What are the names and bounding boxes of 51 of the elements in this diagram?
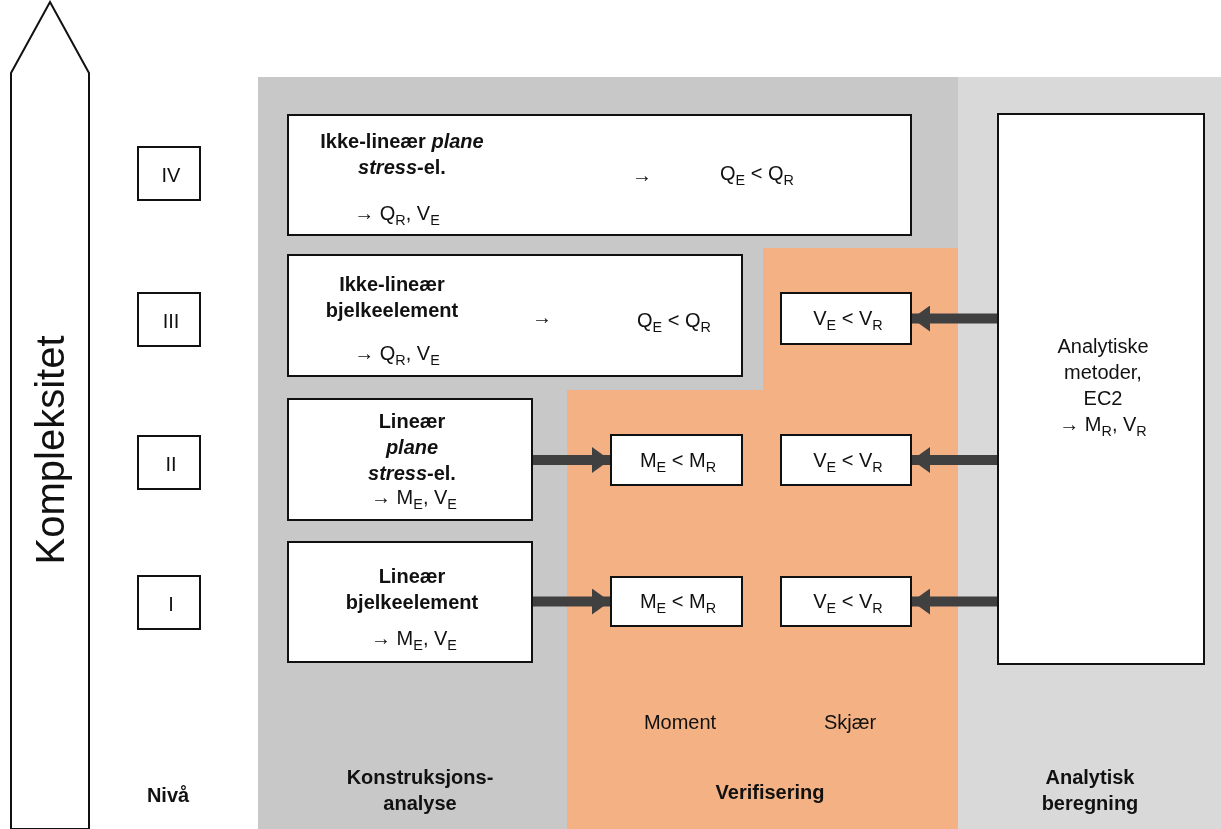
arrow-symbol: → [532, 305, 552, 330]
check-formula: V$_{E}$ < V$_{R}$ [813, 589, 883, 618]
process-box [780, 292, 912, 345]
check-formula: Q$_{E}$ < Q$_{R}$ [720, 161, 794, 190]
process-box [287, 541, 533, 663]
column-subheading: Skjær [823, 710, 877, 735]
axis-caption: Nivå [146, 783, 190, 808]
box-title: Ikke-lineær plane stress-el. [319, 129, 485, 180]
process-box [610, 434, 743, 486]
box-title: Lineær bjelkeelement [345, 564, 479, 615]
arrow [912, 305, 997, 332]
check-formula: V$_{E}$ < V$_{R}$ [813, 306, 883, 335]
process-box [287, 398, 533, 521]
process-box [287, 114, 912, 236]
process-box [780, 576, 912, 627]
check-formula: V$_{E}$ < V$_{R}$ [813, 448, 883, 477]
level-numeral: III [162, 309, 180, 334]
level-numeral: IV [161, 163, 181, 188]
result-text: → M$_{R}$, V$_{R}$ [1059, 412, 1147, 441]
check-formula: M$_{E}$ < M$_{R}$ [639, 448, 717, 477]
column-heading: Konstruksjons-analyse [345, 765, 495, 816]
process-box [137, 146, 201, 201]
check-formula: M$_{E}$ < M$_{R}$ [639, 589, 717, 618]
arrow [533, 588, 610, 615]
box-text: Analytiske metoder, EC2 [1056, 334, 1150, 411]
process-box [137, 435, 201, 490]
process-box [137, 575, 201, 630]
column-subheading: Moment [643, 710, 717, 735]
process-box [610, 576, 743, 627]
axis-label: Kompleksitet [27, 335, 73, 565]
column-heading: Verifisering [715, 780, 825, 805]
level-numeral: II [165, 452, 177, 477]
process-box [137, 292, 201, 347]
column-panel [258, 77, 958, 829]
level-numeral: I [168, 592, 174, 617]
result-text: → M$_{E}$, V$_{E}$ [371, 485, 457, 514]
column-heading: Analytisk beregning [1040, 765, 1140, 816]
box-title: Ikke-lineær bjelkeelement [324, 272, 460, 323]
process-box [780, 434, 912, 486]
process-box [287, 254, 743, 377]
result-text: → Q$_{R}$, V$_{E}$ [354, 201, 440, 230]
arrow [912, 588, 997, 615]
arrow [912, 447, 997, 473]
result-text: → M$_{E}$, V$_{E}$ [371, 626, 457, 655]
check-formula: Q$_{E}$ < Q$_{R}$ [637, 308, 711, 337]
box-title: Lineær plane stress-el. [367, 409, 457, 486]
arrow-symbol: → [632, 163, 652, 188]
process-box [997, 113, 1205, 665]
column-panel [958, 77, 1221, 829]
result-text: → Q$_{R}$, V$_{E}$ [354, 341, 440, 370]
arrow [533, 447, 610, 473]
